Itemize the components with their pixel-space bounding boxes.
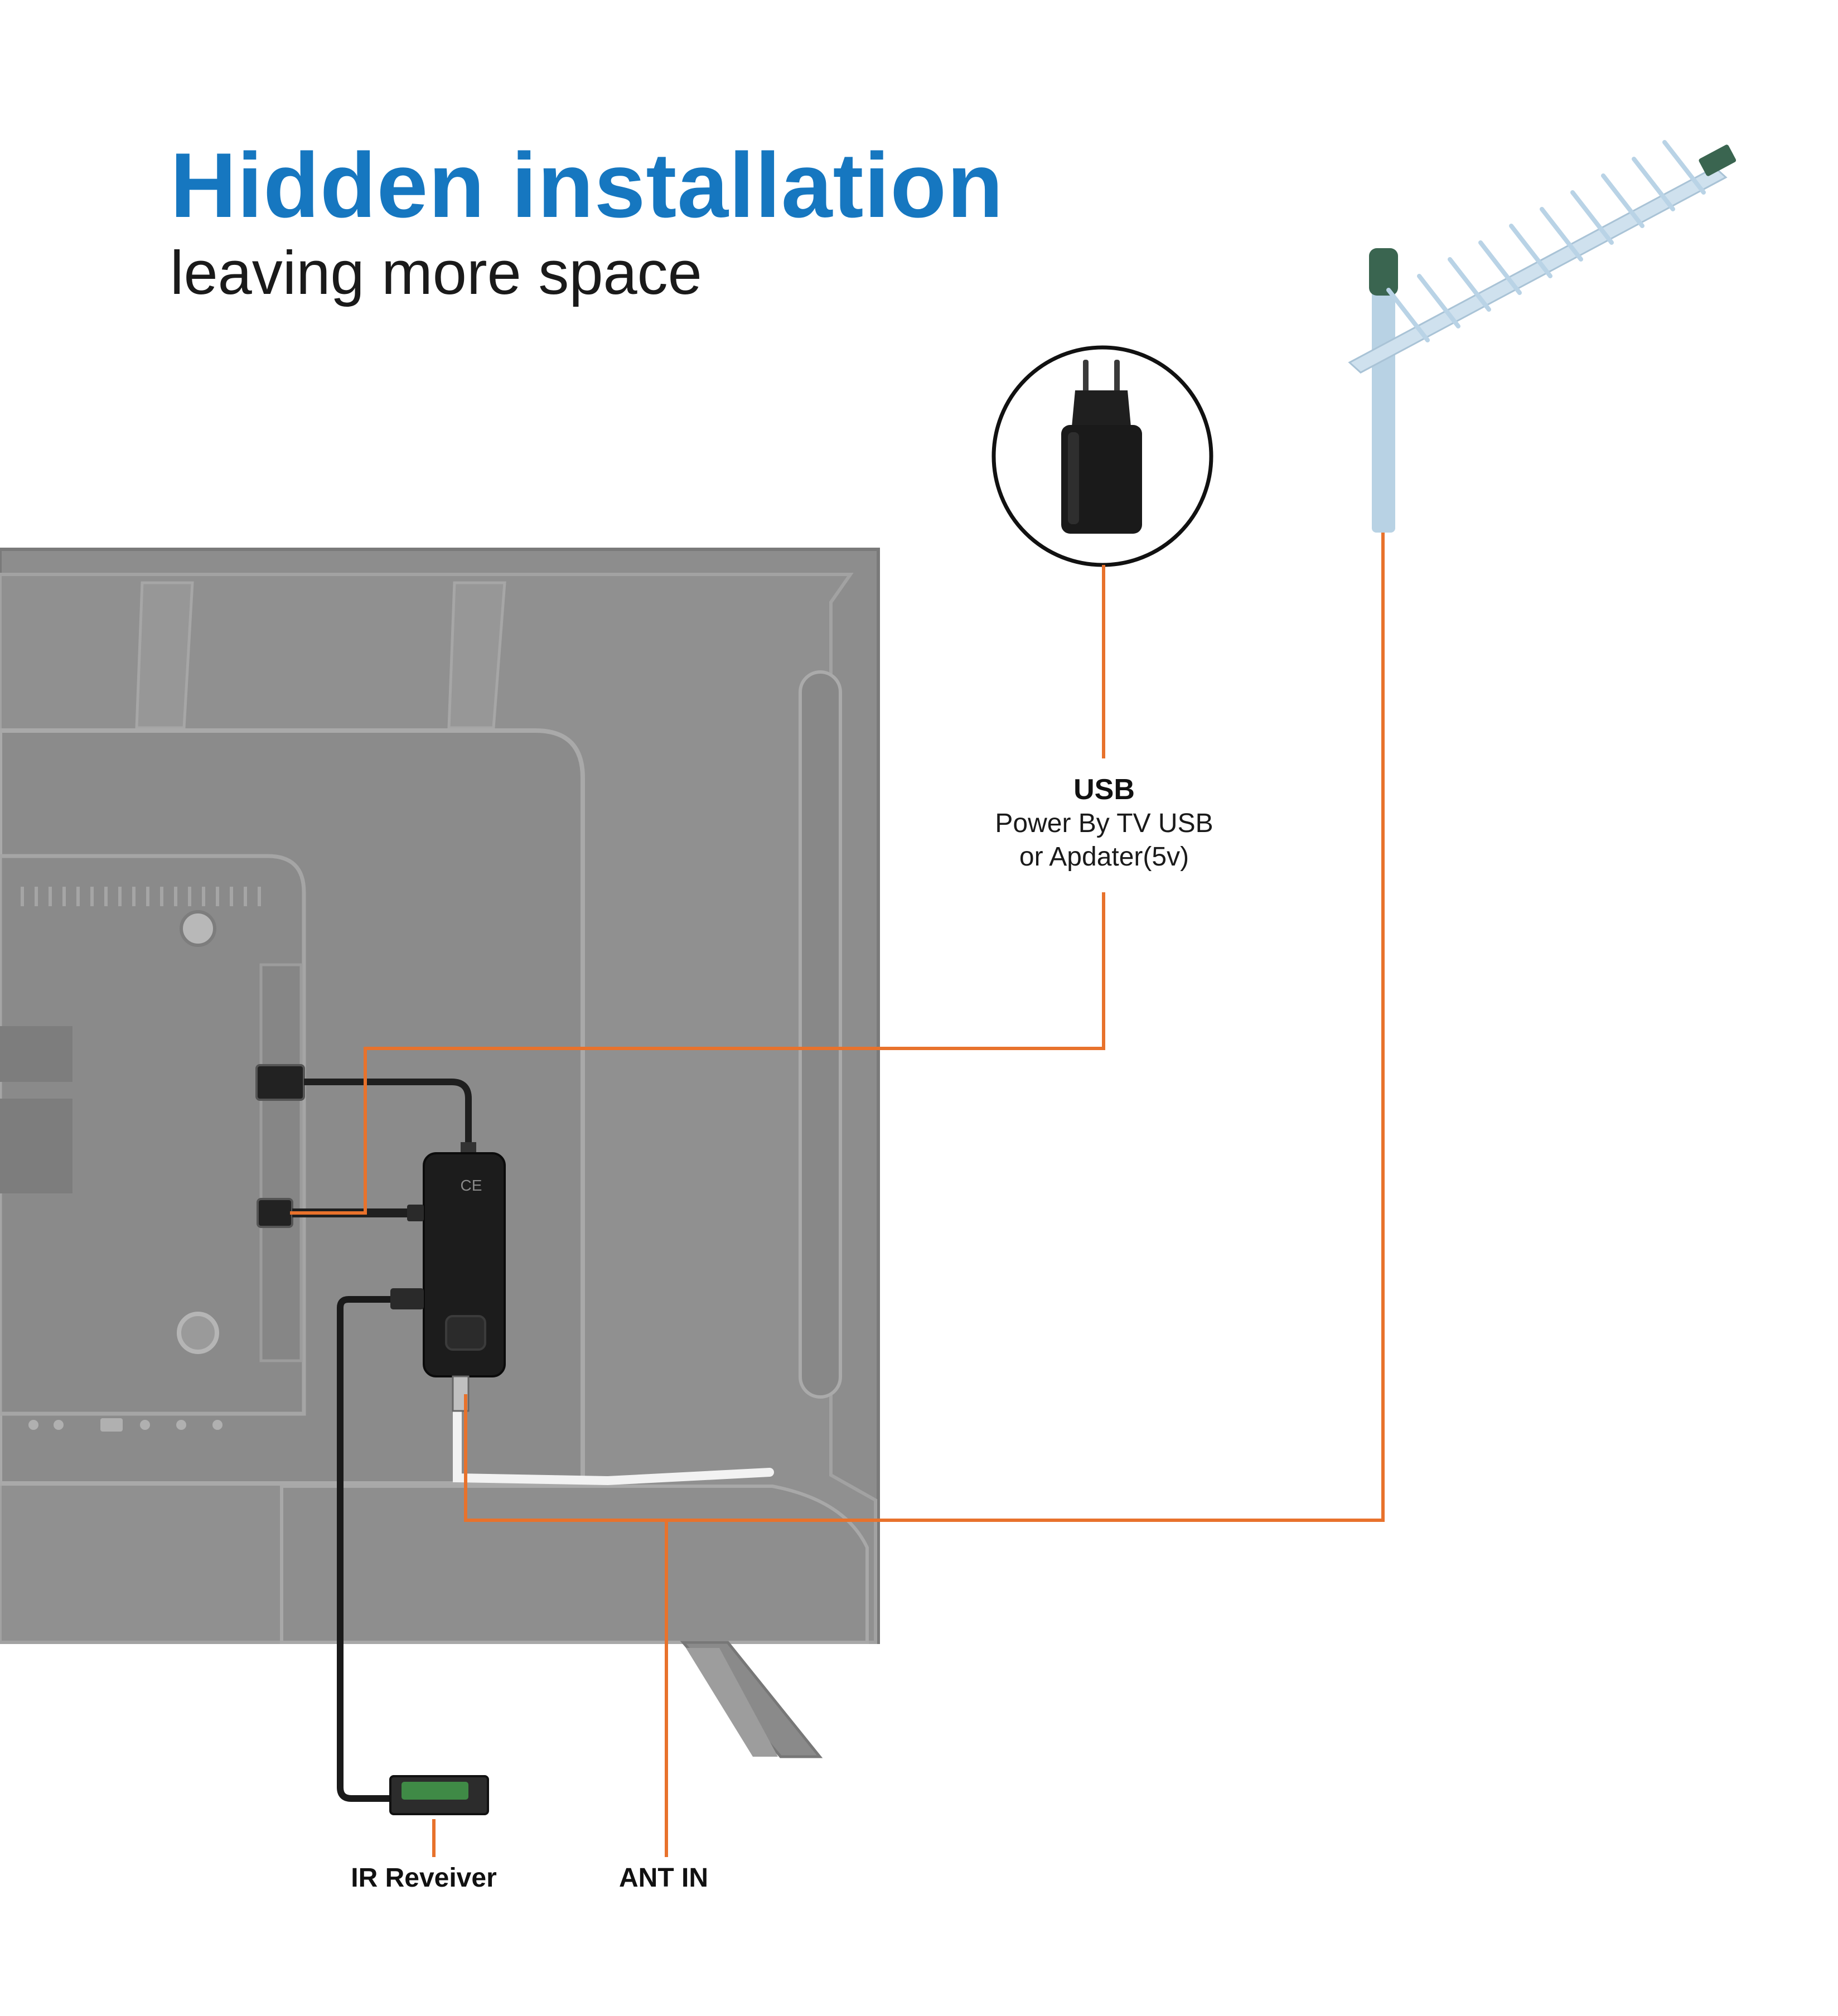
tv-stand-foot (686, 1648, 778, 1757)
usb-label-block: USB Power By TV USB or Apdater(5v) (965, 772, 1244, 874)
antenna-boom (1348, 166, 1728, 374)
yagi-antenna-icon (1348, 140, 1737, 533)
usb-label: USB (1073, 773, 1135, 806)
antenna-mast (1372, 262, 1395, 533)
tv-screw (180, 910, 216, 947)
power-adapter-icon (1061, 360, 1142, 534)
tv-antenna-port[interactable] (257, 1198, 293, 1228)
tv-label-block (0, 1026, 72, 1082)
tv-usb-port[interactable] (255, 1064, 305, 1101)
callout-antenna-to-ant-in (464, 533, 1385, 1522)
tv-vent-slot (799, 670, 842, 1399)
receiver-power-button[interactable] (445, 1315, 486, 1351)
receiver-ce-mark: CE (461, 1177, 482, 1194)
tv-connector-panel (0, 854, 306, 1416)
tv-vent-grille (21, 887, 261, 906)
receiver-rf-jack (407, 1205, 424, 1221)
tv-side-port-column (259, 963, 303, 1362)
usb-power-cable (304, 1079, 472, 1149)
ir-receiver-label: IR Reveiver (351, 1863, 497, 1893)
callout-lines (290, 533, 1385, 1857)
tv-label-block (0, 1099, 72, 1193)
receiver-device: CE (390, 1142, 506, 1412)
antenna-mast-cap (1369, 248, 1398, 296)
tv-base-shelf (280, 1485, 869, 1644)
antenna-coax-cable (453, 1404, 774, 1486)
ant-in-label: ANT IN (619, 1863, 708, 1893)
callout-usb-to-port (290, 892, 1105, 1215)
tv-bottom-ports (28, 1418, 223, 1432)
receiver-ir-jack (390, 1288, 424, 1309)
ir-receiver-cable (337, 1296, 390, 1802)
tv-ridge-left (135, 581, 194, 729)
usb-power-note-2: or Apdater(5v) (1019, 842, 1189, 872)
antenna-elements (1386, 140, 1706, 342)
tv-ridge-right (447, 581, 506, 729)
usb-power-note-1: Power By TV USB (995, 809, 1213, 838)
ir-receiver-window (402, 1782, 468, 1800)
receiver-power-plug (461, 1142, 476, 1154)
ir-receiver (389, 1775, 489, 1815)
page-subtitle: leaving more space (170, 239, 702, 307)
tv-screw (177, 1312, 219, 1354)
page-title: Hidden installation (170, 134, 1004, 236)
antenna-tip (1699, 144, 1737, 176)
tv-back-panel (0, 548, 880, 1644)
